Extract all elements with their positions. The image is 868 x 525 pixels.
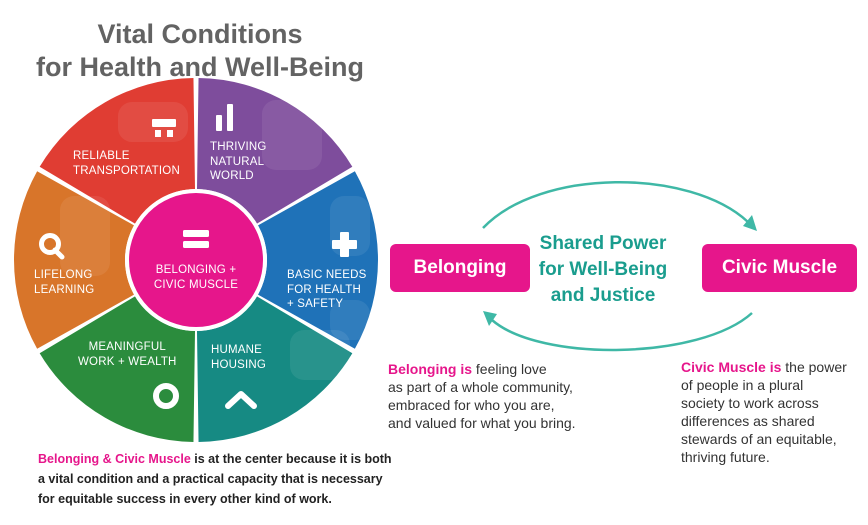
- title-line-2: for Health and Well-Being: [35, 52, 365, 82]
- segment-label-basic-needs: BASIC NEEDS FOR HEALTH + SAFETY: [287, 269, 367, 310]
- top-arrow-arc: [482, 181, 749, 229]
- bus-icon: [152, 119, 176, 137]
- bottom-arrow-arc: [491, 312, 753, 352]
- segment-label-meaningful-work: MEANINGFUL WORK + WEALTH: [78, 341, 177, 368]
- wheel-segment-work: [39, 296, 196, 442]
- wheel-segment-thriving: [196, 78, 353, 224]
- shared-power-label: Shared Power for Well-Being and Justice: [538, 233, 668, 306]
- segment-label-thriving-natural-world: THRIVING NATURAL WORLD: [210, 141, 267, 182]
- wheel-segment-learning: [14, 171, 135, 349]
- wheel-segment-basic: [257, 171, 379, 349]
- decorative-shape: [262, 100, 322, 170]
- center-label-belonging-civic-muscle: BELONGING + CIVIC MUSCLE: [153, 264, 239, 291]
- cycle-arrows: [482, 181, 757, 352]
- decorative-shape: [330, 300, 370, 340]
- ring-icon: [153, 383, 179, 409]
- plus-icon: [332, 232, 357, 257]
- civic-muscle-pill: Civic Muscle: [702, 244, 857, 292]
- magnifier-icon: [39, 233, 65, 260]
- center-circle: [129, 193, 263, 327]
- footer-note: Belonging & Civic Muscle is at the cente…: [38, 452, 392, 506]
- decorative-shape: [290, 330, 350, 380]
- civic-muscle-definition: Civic Muscle is the power of people in a…: [681, 359, 847, 465]
- top-arrowhead: [743, 215, 757, 231]
- segment-label-humane-housing: HUMANE HOUSING: [211, 344, 267, 371]
- bottom-arrowhead: [483, 311, 497, 326]
- wheel-segment-housing: [196, 296, 353, 442]
- page-title: Vital Conditions for Health and Well-Bei…: [20, 18, 380, 84]
- wheel-segment-transport: [39, 78, 196, 224]
- decorative-shape: [60, 196, 110, 276]
- segment-label-reliable-transportation: RELIABLE TRANSPORTATION: [73, 150, 180, 177]
- title-line-1: Vital Conditions: [97, 19, 303, 49]
- segment-label-lifelong-learning: LIFELONG LEARNING: [34, 269, 95, 296]
- belonging-pill: Belonging: [390, 244, 530, 292]
- house-chevron-icon: [225, 391, 257, 409]
- belonging-definition: Belonging is feeling love as part of a w…: [388, 361, 576, 431]
- equals-icon: [183, 230, 209, 248]
- bar-chart-icon: [216, 104, 233, 131]
